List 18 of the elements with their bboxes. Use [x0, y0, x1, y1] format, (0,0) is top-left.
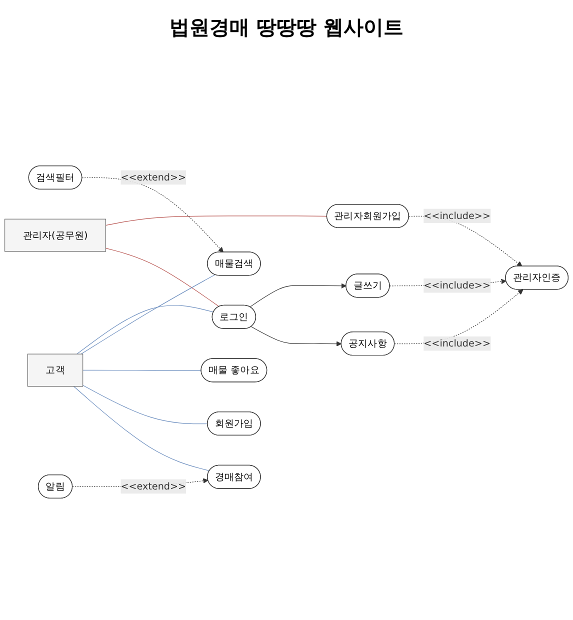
connector: [80, 274, 216, 354]
connector: [73, 386, 210, 472]
connector: [105, 216, 328, 226]
edge-label: <<include>>: [424, 280, 490, 292]
edge-label: <<extend>>: [120, 480, 186, 492]
connector: [82, 370, 202, 371]
connector: [105, 248, 220, 307]
arrow: [250, 326, 342, 346]
edge-label: <<include>>: [424, 210, 490, 222]
arrow: [250, 283, 346, 308]
connector: [82, 384, 208, 424]
arrow: [82, 177, 224, 252]
diagram-title: 법원경매 땅땅땅 웹사이트: [168, 14, 404, 41]
edge-label: <<extend>>: [120, 172, 186, 183]
edge-label: <<include>>: [424, 338, 490, 349]
connector: [76, 305, 214, 354]
node-box: 관리자(공무원): [4, 218, 106, 252]
node-box: 고객: [27, 354, 84, 387]
